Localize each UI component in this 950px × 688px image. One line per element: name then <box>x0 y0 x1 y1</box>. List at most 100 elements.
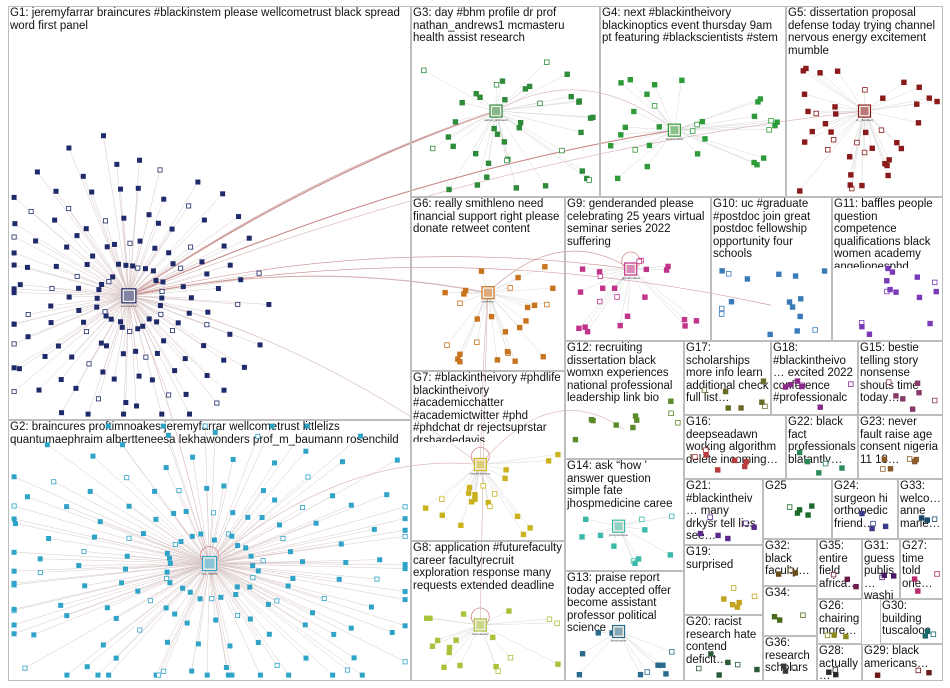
node[interactable] <box>209 596 215 602</box>
node[interactable] <box>719 305 725 312</box>
node[interactable] <box>102 218 108 224</box>
node[interactable] <box>800 612 806 618</box>
node[interactable] <box>227 331 233 337</box>
node[interactable] <box>847 182 853 188</box>
node[interactable] <box>313 520 319 526</box>
node[interactable] <box>343 559 349 565</box>
node[interactable] <box>212 429 218 435</box>
node[interactable] <box>287 549 293 555</box>
node[interactable] <box>702 136 708 142</box>
node[interactable] <box>614 294 620 300</box>
node[interactable] <box>250 563 256 569</box>
node[interactable] <box>668 513 675 520</box>
node[interactable] <box>931 516 938 522</box>
node[interactable] <box>881 456 888 463</box>
node[interactable] <box>524 304 531 311</box>
node[interactable] <box>622 124 629 131</box>
node[interactable] <box>55 343 61 349</box>
node[interactable] <box>94 295 100 301</box>
node[interactable] <box>166 392 172 398</box>
node[interactable] <box>69 354 75 360</box>
node[interactable] <box>24 494 30 500</box>
node[interactable] <box>576 325 582 332</box>
node[interactable] <box>359 672 365 678</box>
node[interactable] <box>846 154 853 160</box>
node[interactable] <box>715 467 721 473</box>
node[interactable] <box>893 393 899 399</box>
node[interactable] <box>586 177 592 183</box>
node[interactable] <box>97 519 103 525</box>
node[interactable] <box>826 669 832 675</box>
node[interactable] <box>474 316 480 322</box>
node[interactable] <box>166 250 172 256</box>
node[interactable] <box>651 103 658 109</box>
node[interactable] <box>442 289 448 296</box>
node[interactable] <box>579 266 586 272</box>
node[interactable] <box>106 279 112 285</box>
node[interactable] <box>37 556 43 562</box>
node[interactable] <box>121 411 127 417</box>
node[interactable] <box>104 605 110 611</box>
node[interactable] <box>274 662 280 668</box>
node[interactable] <box>909 406 916 412</box>
node[interactable] <box>89 189 95 195</box>
node[interactable] <box>119 442 125 448</box>
node[interactable] <box>894 139 900 146</box>
node[interactable] <box>453 637 459 643</box>
node[interactable] <box>716 672 722 678</box>
node[interactable] <box>178 265 184 271</box>
node[interactable] <box>542 264 548 270</box>
node[interactable] <box>147 598 153 604</box>
node[interactable] <box>914 101 920 107</box>
node[interactable] <box>813 110 819 117</box>
node[interactable] <box>197 596 203 602</box>
node[interactable] <box>794 378 801 384</box>
node[interactable] <box>95 396 101 402</box>
node[interactable] <box>870 520 876 527</box>
node[interactable] <box>199 259 205 265</box>
node[interactable] <box>656 124 662 130</box>
node[interactable] <box>429 643 436 649</box>
node[interactable] <box>44 442 50 448</box>
node[interactable] <box>102 309 108 315</box>
node[interactable] <box>900 396 906 402</box>
node[interactable] <box>485 160 492 167</box>
node[interactable] <box>164 639 170 645</box>
node[interactable] <box>257 672 263 678</box>
node[interactable] <box>170 261 176 267</box>
node[interactable] <box>932 279 938 286</box>
node[interactable] <box>736 599 742 606</box>
node[interactable] <box>797 188 803 194</box>
node[interactable] <box>140 531 146 537</box>
node[interactable] <box>266 631 272 637</box>
node[interactable] <box>87 488 93 494</box>
node[interactable] <box>751 113 758 120</box>
node[interactable] <box>276 522 282 528</box>
node[interactable] <box>133 348 139 354</box>
node[interactable] <box>729 601 736 608</box>
node[interactable] <box>540 353 546 360</box>
node[interactable] <box>11 286 17 292</box>
node[interactable] <box>189 533 195 539</box>
node[interactable] <box>544 301 550 308</box>
node[interactable] <box>887 286 893 293</box>
node[interactable] <box>484 174 490 180</box>
node[interactable] <box>84 262 90 268</box>
node[interactable] <box>272 497 278 503</box>
node[interactable] <box>801 91 808 97</box>
node[interactable] <box>568 93 574 100</box>
node[interactable] <box>782 384 789 390</box>
node[interactable] <box>523 318 529 324</box>
node[interactable] <box>799 383 805 390</box>
node[interactable] <box>776 617 783 623</box>
node[interactable] <box>759 399 765 405</box>
node[interactable] <box>554 620 560 626</box>
node[interactable] <box>516 125 523 131</box>
node[interactable] <box>457 662 463 669</box>
node[interactable] <box>825 147 831 153</box>
node[interactable] <box>742 463 748 470</box>
node[interactable] <box>493 82 500 88</box>
node[interactable] <box>11 516 17 522</box>
node[interactable] <box>213 617 219 623</box>
node[interactable] <box>108 316 114 322</box>
